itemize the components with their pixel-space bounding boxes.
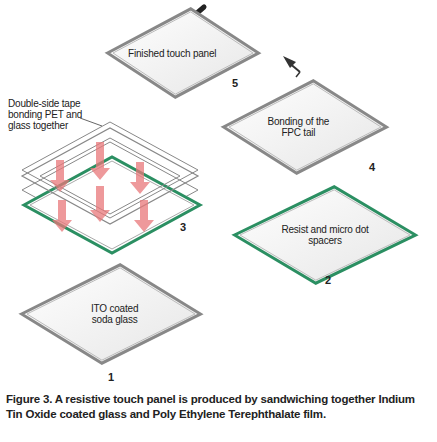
panel-edge bbox=[229, 84, 381, 170]
figure-caption: Figure 3. A resistive touch panel is pro… bbox=[6, 392, 432, 422]
panel-layer: ITO coated soda glass bbox=[20, 264, 202, 364]
panel-label: ITO coated soda glass bbox=[80, 303, 150, 325]
layer-stack bbox=[22, 118, 200, 253]
panel-edge bbox=[108, 9, 259, 97]
panel-edge bbox=[22, 265, 201, 363]
callout-number: 1 bbox=[108, 371, 122, 384]
panel-edge bbox=[27, 268, 195, 360]
callout-number: 3 bbox=[180, 221, 194, 234]
callout-number: 4 bbox=[369, 161, 383, 174]
panel-layer: Bonding of the FPC tail bbox=[222, 80, 388, 174]
panel-edge bbox=[113, 12, 253, 94]
panel-label: Bonding of the FPC tail bbox=[263, 116, 333, 138]
fpc-tool bbox=[283, 56, 300, 77]
panel-label: Resist and micro dot spacers bbox=[275, 224, 375, 246]
callout-note: Double-side tape bonding PET and glass t… bbox=[8, 98, 104, 131]
callout-number: 2 bbox=[325, 274, 339, 287]
panel-edge bbox=[235, 187, 416, 283]
callout-number: 5 bbox=[232, 77, 246, 90]
panel-edge bbox=[224, 81, 387, 173]
panel-label: Finished touch panel bbox=[120, 48, 224, 59]
panel-edge bbox=[240, 190, 410, 280]
panel-layer: Resist and micro dot spacers bbox=[233, 186, 417, 284]
